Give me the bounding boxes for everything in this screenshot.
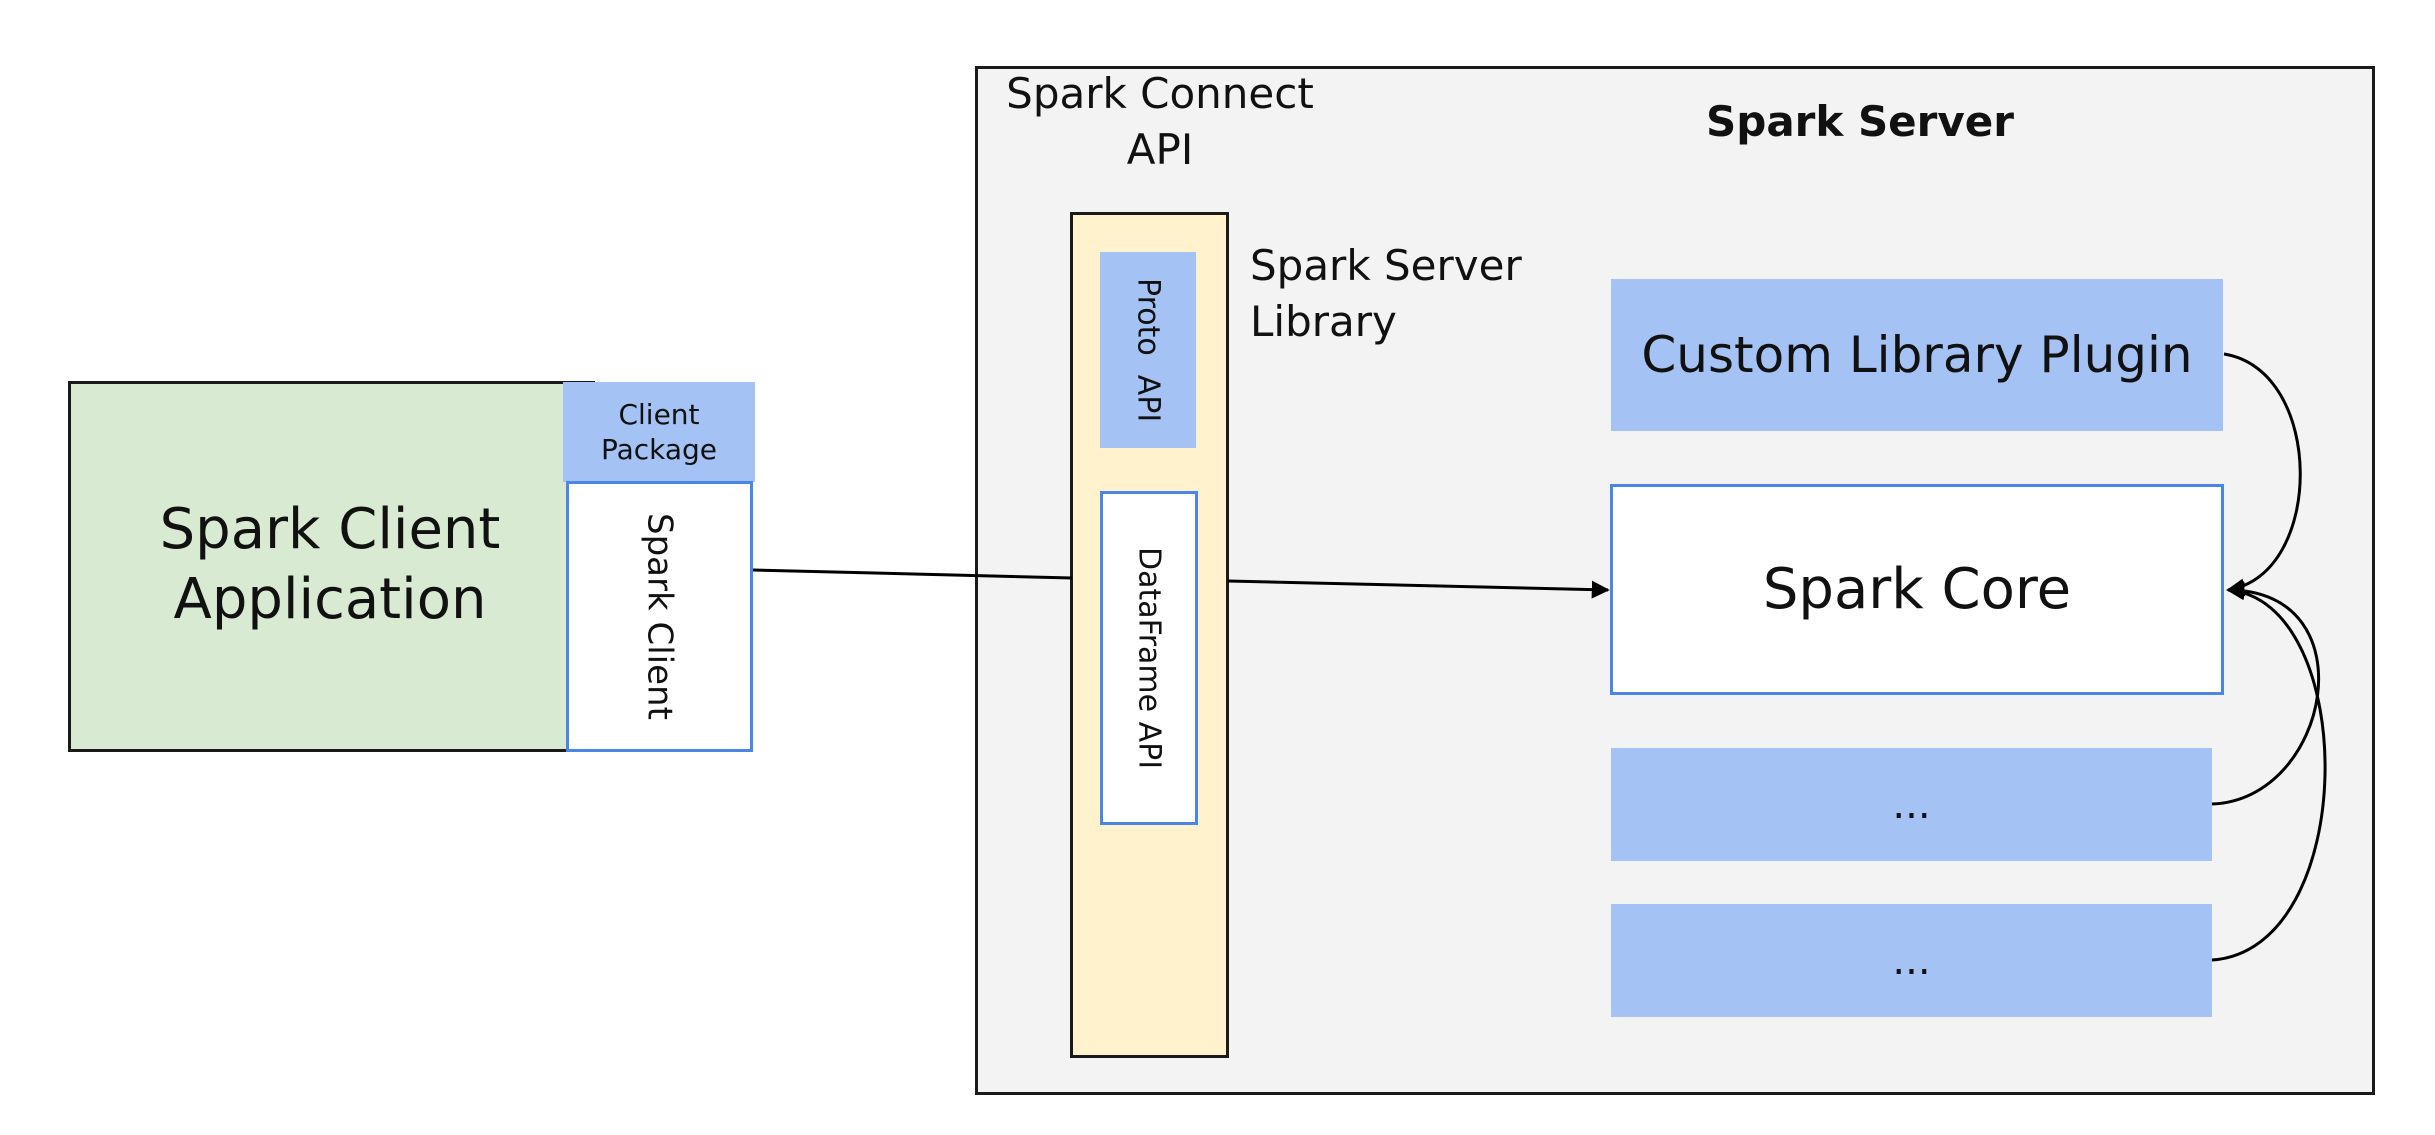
dataframe-api-label: DataFrame API bbox=[1131, 546, 1167, 770]
spark-client-application-text: Spark Client Application bbox=[159, 497, 501, 632]
spark-client-application-box bbox=[68, 381, 595, 752]
proto-api-box: Proto API bbox=[1100, 252, 1196, 448]
ellipsis-box-2: ... bbox=[1611, 904, 2212, 1017]
spark-server-library-label: Spark Server Library bbox=[1250, 241, 1522, 346]
spark-client-box: Spark Client bbox=[566, 481, 753, 752]
spark-server-title: Spark Server bbox=[1706, 97, 2014, 146]
spark-core-box: Spark Core bbox=[1610, 484, 2224, 695]
spark-client-application-label: Spark Client Application bbox=[95, 495, 565, 635]
spark-core-label: Spark Core bbox=[1762, 557, 2072, 622]
dataframe-api-box: DataFrame API bbox=[1100, 491, 1198, 825]
spark-connect-api-label: Spark Connect API bbox=[1006, 69, 1314, 174]
client-package-label: Client Package bbox=[600, 398, 718, 466]
ellipsis-label-2: ... bbox=[1892, 937, 1931, 984]
ellipsis-box-1: ... bbox=[1611, 748, 2212, 861]
client-package-box: Client Package bbox=[563, 382, 755, 482]
spark-client-label: Spark Client bbox=[639, 513, 680, 720]
custom-library-plugin-box: Custom Library Plugin bbox=[1611, 279, 2223, 431]
proto-api-label: Proto API bbox=[1130, 277, 1166, 423]
custom-library-plugin-label: Custom Library Plugin bbox=[1641, 326, 2193, 384]
ellipsis-label-1: ... bbox=[1892, 781, 1931, 828]
